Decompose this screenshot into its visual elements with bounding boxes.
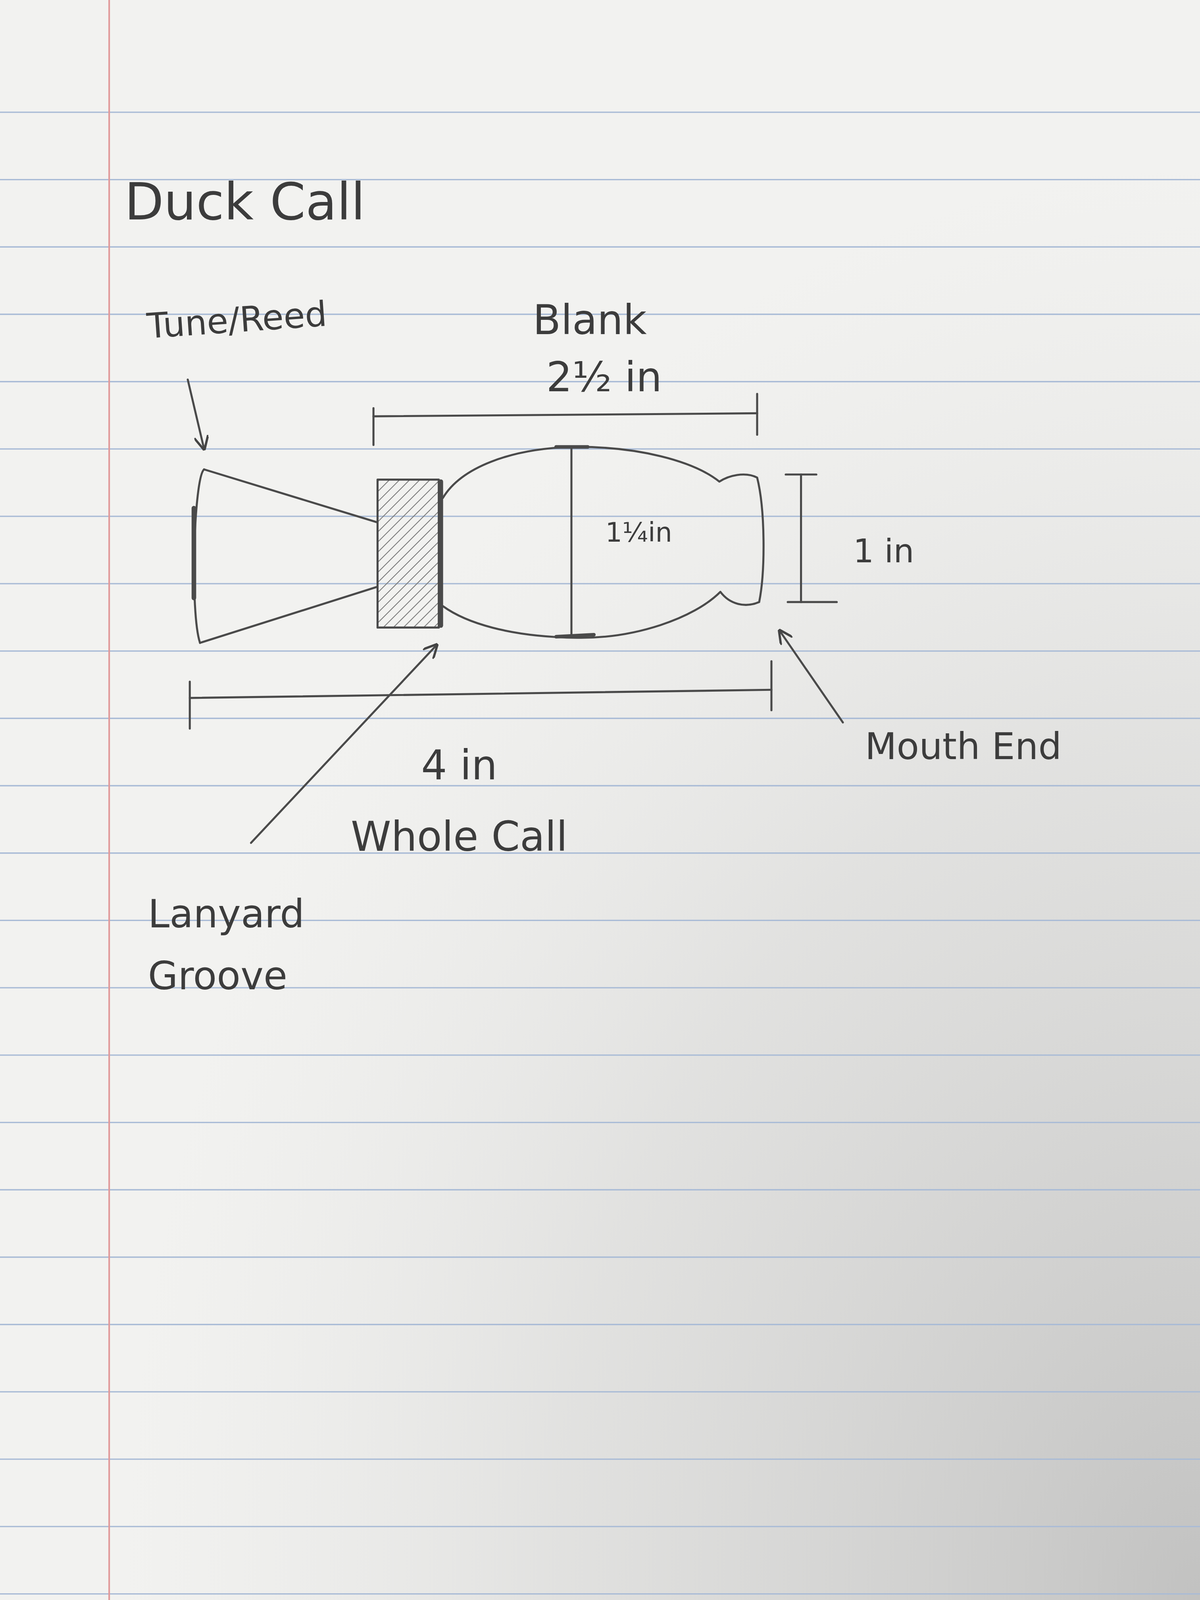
dimension-tick: [785, 473, 817, 476]
ruled-line: [0, 1458, 1200, 1460]
dimension-tick: [555, 634, 594, 637]
ruled-line: [0, 1593, 1200, 1595]
dimension-tick: [755, 394, 758, 435]
dimension-tick: [770, 661, 773, 710]
ruled-line: [0, 1256, 1200, 1258]
dimension-tick: [555, 445, 588, 449]
ruled-line: [0, 1391, 1200, 1393]
part-label: Mouth End: [865, 725, 1062, 770]
ruled-line: [0, 717, 1200, 720]
ruled-line: [0, 1525, 1200, 1527]
dimension-label: 1 in: [853, 531, 915, 571]
ruled-line: [0, 1189, 1200, 1191]
part-label: Blank: [532, 296, 647, 345]
dimension-tick: [188, 681, 191, 729]
dimension-label: 4 in: [421, 740, 498, 790]
part-label: Tune/Reed: [145, 293, 328, 348]
lanyard-groove: [377, 479, 439, 628]
dimension-line: [189, 689, 772, 699]
ruled-line: [0, 1323, 1200, 1325]
dimension-line: [373, 413, 758, 417]
ruled-line: [0, 784, 1200, 787]
dimension-label: Whole Call: [350, 812, 568, 862]
ruled-lines: [0, 112, 1200, 1595]
reed-end: [194, 469, 204, 643]
dimension-label: 1¼in: [605, 516, 673, 549]
reed-opening: [191, 508, 197, 599]
ruled-line: [0, 650, 1200, 652]
groove-edge: [438, 481, 444, 626]
dimension-label: 2½ in: [546, 353, 663, 402]
ruled-line: [0, 515, 1200, 517]
part-label: Lanyard Groove: [148, 882, 343, 1008]
leader-arrow: [779, 630, 843, 723]
ruled-line: [0, 1054, 1200, 1056]
leader-arrow: [187, 379, 204, 450]
dimension-tick: [787, 601, 837, 604]
ruled-line: [0, 111, 1200, 113]
dimension-line: [570, 446, 573, 637]
dimension-line: [800, 474, 802, 602]
ruled-line: [0, 582, 1200, 585]
margin-line: [108, 0, 110, 1600]
dimension-tick: [372, 408, 375, 446]
reed-barrel: [200, 469, 378, 643]
ruled-line: [0, 448, 1200, 450]
ruled-line: [0, 246, 1200, 248]
call-body: [442, 446, 764, 638]
ruled-line: [0, 1121, 1200, 1124]
title: Duck Call: [124, 171, 366, 233]
ruled-line: [0, 852, 1200, 854]
